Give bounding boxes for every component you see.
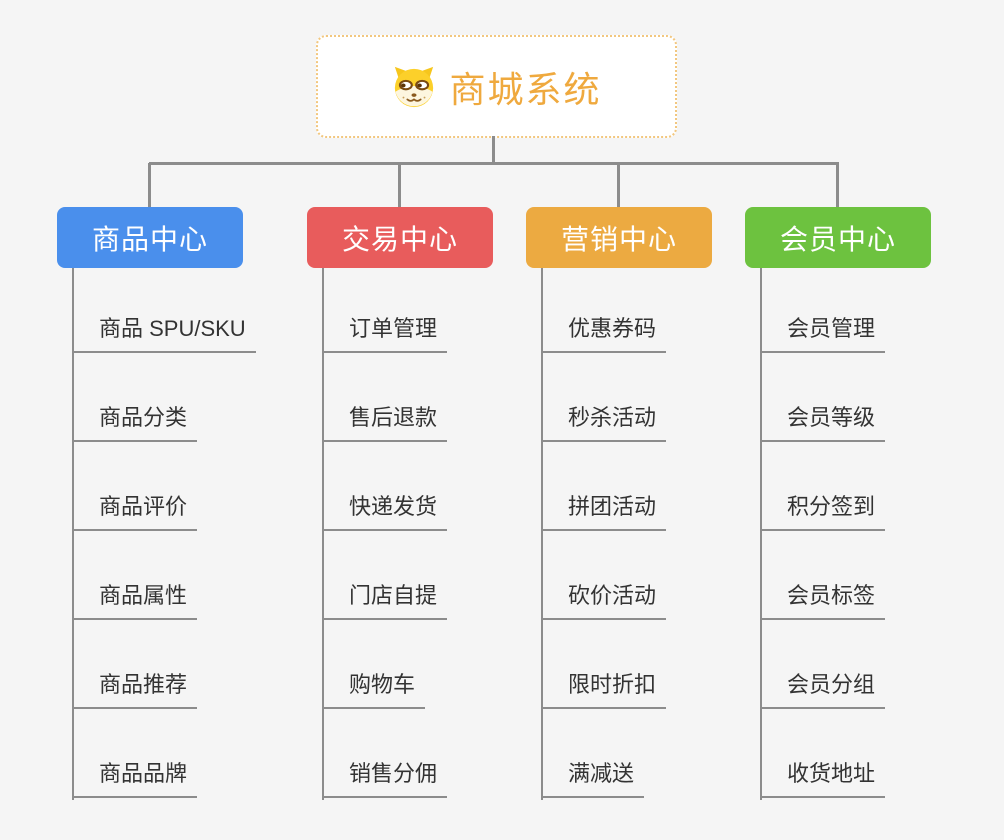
branch-products: 商品中心 商品 SPU/SKU 商品分类 商品评价 商品属性 商品推荐 商品品牌 [57,207,307,807]
node-member-manage[interactable]: 会员管理 [760,313,886,353]
trunk-connector-line [149,162,839,165]
node-order-manage[interactable]: 订单管理 [322,313,448,353]
node-flash-sale[interactable]: 秒杀活动 [541,402,667,442]
node-points-checkin[interactable]: 积分签到 [760,491,886,531]
branch-line-members [760,268,762,800]
branch-header-products[interactable]: 商品中心 [57,207,243,268]
branch-line-marketing [541,268,543,800]
branch-members: 会员中心 会员管理 会员等级 积分签到 会员标签 会员分组 收货地址 [745,207,995,807]
node-member-group[interactable]: 会员分组 [760,669,886,709]
node-product-brand[interactable]: 商品品牌 [72,758,198,798]
root-node[interactable]: 商城系统 [316,35,677,138]
node-sales-commission[interactable]: 销售分佣 [322,758,448,798]
branch-trade: 交易中心 订单管理 售后退款 快递发货 门店自提 购物车 销售分佣 [307,207,557,807]
node-shipping-address[interactable]: 收货地址 [760,758,886,798]
drop-line-members [836,163,839,207]
node-product-review[interactable]: 商品评价 [72,491,198,531]
node-member-tag[interactable]: 会员标签 [760,580,886,620]
root-title: 商城系统 [449,68,602,110]
node-after-sale[interactable]: 售后退款 [322,402,448,442]
branch-header-marketing[interactable]: 营销中心 [526,207,712,268]
node-bargain[interactable]: 砍价活动 [541,580,667,620]
node-group-buy[interactable]: 拼团活动 [541,491,667,531]
node-product-category[interactable]: 商品分类 [72,402,198,442]
node-product-spu-sku[interactable]: 商品 SPU/SKU [72,313,256,353]
branch-header-trade[interactable]: 交易中心 [307,207,493,268]
node-member-level[interactable]: 会员等级 [760,402,886,442]
drop-line-trade [398,163,401,207]
shiba-dog-icon [395,66,434,107]
branch-header-members[interactable]: 会员中心 [745,207,931,268]
node-shopping-cart[interactable]: 购物车 [322,669,426,709]
drop-line-marketing [617,163,620,207]
node-coupon-code[interactable]: 优惠券码 [541,313,667,353]
root-connector-line [492,136,495,164]
node-time-discount[interactable]: 限时折扣 [541,669,667,709]
node-product-attr[interactable]: 商品属性 [72,580,198,620]
branch-line-trade [322,268,324,800]
node-full-reduction[interactable]: 满减送 [541,758,645,798]
node-store-pickup[interactable]: 门店自提 [322,580,448,620]
branch-line-products [72,268,74,800]
node-express-ship[interactable]: 快递发货 [322,491,448,531]
branch-marketing: 营销中心 优惠券码 秒杀活动 拼团活动 砍价活动 限时折扣 满减送 [526,207,776,807]
node-product-recommend[interactable]: 商品推荐 [72,669,198,709]
drop-line-products [148,163,151,207]
